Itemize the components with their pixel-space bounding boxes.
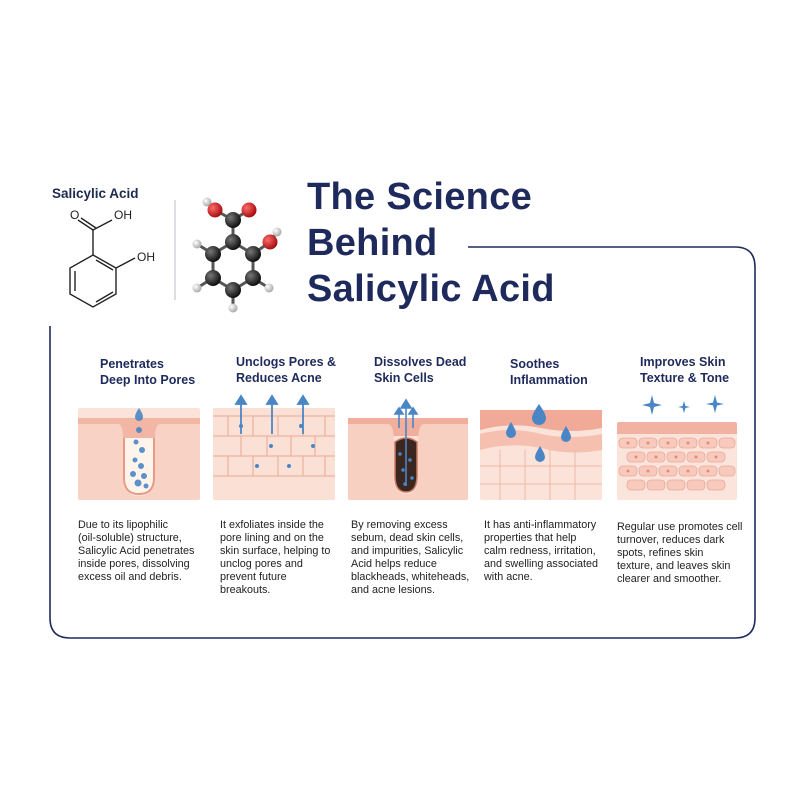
hydroxyl-label-side: OH <box>137 250 155 264</box>
molecule-3d-model <box>192 197 282 313</box>
column-3-desc-line: and impurities, Salicylic <box>351 545 464 557</box>
column-5-desc-line: turnover, reduces dark <box>617 534 725 546</box>
pore-penetration-illustration <box>78 408 200 500</box>
column-3-desc-line: Acid helps reduce <box>351 558 437 570</box>
column-3-title-line: Skin Cells <box>374 371 434 385</box>
column-4-title: Soothes Inflammation <box>510 356 588 388</box>
dead-skin-cells-illustration <box>348 398 468 500</box>
main-title-line-3: Salicylic Acid <box>307 268 555 310</box>
column-5-desc-line: Regular use promotes cell <box>617 521 743 533</box>
column-4-description: It has anti-inflammatory properties that… <box>484 519 598 584</box>
column-4-desc-line: properties that help <box>484 532 577 544</box>
column-3-desc-line: By removing excess <box>351 519 448 531</box>
column-1-desc-line: inside pores, dissolving <box>78 558 190 570</box>
column-5-title-line: Texture & Tone <box>640 371 730 385</box>
soothe-inflammation-illustration <box>480 404 602 500</box>
column-4-title-line: Inflammation <box>510 373 588 387</box>
column-5-desc-line: texture, and leaves skin <box>617 560 731 572</box>
column-1-title-line: Penetrates <box>100 357 164 371</box>
column-2-description: It exfoliates inside the pore lining and… <box>220 519 330 597</box>
skeletal-formula: O OH OH <box>69 208 155 308</box>
column-1-desc-line: Due to its lipophilic <box>78 519 169 531</box>
column-1-description: Due to its lipophilic (oil-soluble) stru… <box>78 519 194 584</box>
column-1-title: Penetrates Deep Into Pores <box>100 356 195 388</box>
column-3-desc-line: and acne lesions. <box>351 584 436 596</box>
column-3-title: Dissolves Dead Skin Cells <box>374 354 466 386</box>
column-3-desc-line: blackheads, whiteheads, <box>351 571 470 583</box>
column-1-title-line: Deep Into Pores <box>100 373 196 387</box>
column-4-desc-line: It has anti-inflammatory <box>484 519 597 531</box>
column-2-desc-line: breakouts. <box>220 584 271 596</box>
main-title-line-1: The Science <box>307 176 533 218</box>
column-4-desc-line: with acne. <box>484 571 533 583</box>
column-1-desc-line: Salicylic Acid penetrates <box>78 545 195 557</box>
structure-title: Salicylic Acid <box>52 186 139 201</box>
column-4-title-line: Soothes <box>510 357 560 371</box>
sparkles-icon <box>642 395 724 415</box>
column-2-desc-line: unclog pores and <box>220 558 303 570</box>
column-3-title-line: Dissolves Dead <box>374 355 467 369</box>
column-2-desc-line: It exfoliates inside the <box>220 519 324 531</box>
hydroxyl-label-top: OH <box>114 208 132 222</box>
unclog-pores-illustration <box>213 394 335 500</box>
main-title-line-2: Behind <box>307 222 438 264</box>
column-5-desc-line: spots, refines skin <box>617 547 704 559</box>
column-2-desc-line: pore lining and on the <box>220 532 324 544</box>
column-1-desc-line: (oil-soluble) structure, <box>78 532 182 544</box>
oxygen-label: O <box>70 208 79 222</box>
column-2-title-line: Reduces Acne <box>236 371 322 385</box>
column-3-description: By removing excess sebum, dead skin cell… <box>351 519 469 597</box>
column-5-title-line: Improves Skin <box>640 355 726 369</box>
column-2-title: Unclogs Pores & Reduces Acne <box>236 354 336 386</box>
column-5-desc-line: clearer and smoother. <box>617 573 722 585</box>
column-2-desc-line: skin surface, helping to <box>220 545 331 557</box>
column-4-desc-line: and swelling associated <box>484 558 599 570</box>
column-5-description: Regular use promotes cell turnover, redu… <box>617 521 742 586</box>
smooth-skin-illustration <box>617 422 737 500</box>
column-3-desc-line: sebum, dead skin cells, <box>351 532 464 544</box>
column-2-desc-line: prevent future <box>220 571 287 583</box>
column-5-title: Improves Skin Texture & Tone <box>640 354 729 386</box>
main-title: The Science Behind Salicylic Acid <box>307 174 555 312</box>
column-1-desc-line: excess oil and debris. <box>78 571 182 583</box>
column-2-title-line: Unclogs Pores & <box>236 355 337 369</box>
column-4-desc-line: calm redness, irritation, <box>484 545 596 557</box>
